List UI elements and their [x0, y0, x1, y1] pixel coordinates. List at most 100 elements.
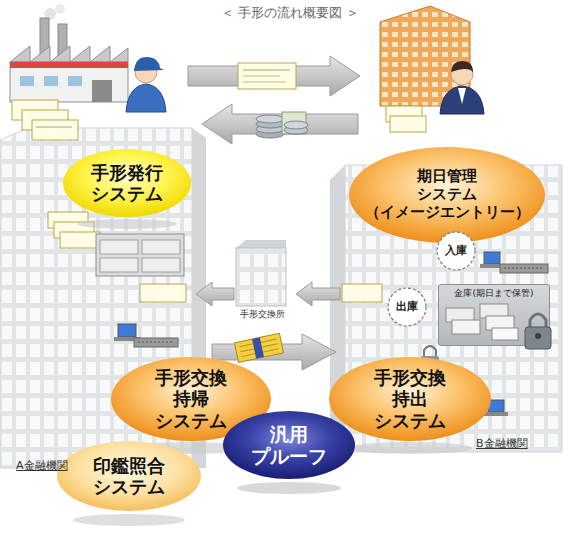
money-icon	[256, 112, 308, 138]
bill-paper	[140, 284, 186, 302]
ellipse-fill	[349, 147, 545, 243]
storage-in-circle: 入庫	[436, 231, 476, 271]
flow-arrow	[296, 282, 340, 306]
factory-body	[10, 62, 128, 102]
flow-arrow	[188, 56, 360, 96]
tray	[480, 304, 508, 318]
factory-band	[10, 62, 128, 68]
node-text: 印鑑照合 システム	[64, 455, 194, 497]
laptop-base	[484, 412, 508, 416]
flow-arrow	[196, 282, 234, 306]
tray	[486, 316, 514, 330]
building-roof	[236, 240, 286, 248]
circle-fill	[388, 288, 426, 326]
bill-stack	[12, 100, 78, 140]
bank-building-b	[330, 165, 562, 452]
clearing-house-building	[236, 240, 286, 306]
bill-paper	[342, 284, 382, 302]
cabinet-drawer	[100, 240, 138, 254]
safe-box: 金庫(期日まで保管)	[438, 284, 550, 346]
reader-slot	[138, 342, 174, 343]
bill-icon	[238, 63, 296, 89]
node-text: 手形発行 システム	[68, 162, 186, 204]
laptop-screen	[118, 324, 136, 337]
node-text: 出庫	[389, 301, 425, 314]
ellipse-fill	[63, 149, 191, 217]
factory-window	[44, 76, 58, 86]
flow-arrow	[202, 104, 358, 144]
coin	[256, 115, 284, 123]
padlock	[525, 314, 551, 349]
bank-label: A金融機関	[16, 458, 96, 473]
system-ellipse: 手形交換 持出 システム	[328, 356, 492, 442]
circle-fill	[437, 232, 475, 270]
smoke	[55, 4, 65, 14]
worker-cap	[134, 57, 164, 71]
system-ellipse: 印鑑照合 システム	[56, 440, 202, 512]
laptop-screen	[484, 252, 500, 264]
lock-shackle	[530, 314, 546, 328]
system-ellipse: 汎用 プルーフ	[222, 410, 356, 480]
building-label: 手形交換所	[234, 308, 290, 321]
bill-stack	[386, 106, 426, 132]
cabinet-drawer	[142, 258, 180, 272]
worker-body	[440, 86, 484, 114]
bill-line	[243, 70, 290, 71]
factory-roof	[10, 46, 128, 62]
ellipse-shadow	[73, 514, 185, 526]
safe-contents	[446, 304, 518, 340]
ellipse-shadow	[348, 442, 472, 454]
worker-hair	[451, 61, 473, 72]
bundle-body	[234, 333, 283, 362]
system-ellipse: 期日管理 システム （イメージエントリー）	[348, 146, 546, 244]
ellipse-fill	[329, 357, 491, 441]
building-face	[236, 248, 286, 306]
lock-keyhole	[535, 333, 541, 339]
node-text: 金庫(期日まで保管)	[441, 288, 547, 299]
bill-paper	[390, 116, 426, 132]
lock-shackle	[424, 346, 436, 356]
bill-paper	[238, 63, 296, 89]
cabinet	[96, 234, 184, 276]
worker-shirt	[458, 88, 466, 104]
node-text: 汎用 プルーフ	[229, 423, 349, 468]
reader-device	[134, 338, 178, 347]
bill-paper	[60, 232, 100, 248]
node-text: 期日管理 システム （イメージエントリー）	[357, 168, 537, 221]
node-text: 手形交換 持帰 システム	[121, 367, 261, 431]
office-illustration	[380, 6, 484, 114]
bill-bundle	[234, 333, 283, 362]
bill-line	[243, 76, 280, 77]
terminal-b	[480, 252, 548, 273]
reader-device	[500, 264, 548, 273]
bank-label: B金融機関	[476, 436, 556, 451]
factory-illustration	[10, 4, 166, 112]
node-text: 手形交換 持出 システム	[340, 367, 480, 431]
tray	[492, 328, 518, 340]
bill-line	[36, 127, 72, 128]
cabinet-drawer	[142, 240, 180, 254]
tray	[446, 308, 474, 322]
ellipse-fill	[223, 411, 355, 479]
reader-slot	[504, 268, 544, 269]
factory-door	[92, 80, 112, 102]
ellipse-fill	[57, 441, 201, 511]
ellipse-shadow	[237, 482, 341, 494]
cabinet-body	[96, 234, 184, 276]
node-text: 入庫	[438, 245, 474, 258]
factory-window	[20, 76, 34, 86]
storage-out-circle: 出庫	[387, 287, 427, 327]
bill-paper	[32, 120, 78, 140]
lock-body	[525, 327, 551, 349]
diagram-title: ＜ 手形の流れ概要図 ＞	[180, 4, 400, 22]
bill-line	[243, 82, 286, 83]
worker-body	[126, 84, 166, 112]
tray	[452, 320, 480, 334]
ellipse-shadow	[77, 219, 177, 229]
cabinet-drawer	[100, 258, 138, 272]
terminal-a	[114, 324, 178, 347]
coin	[284, 121, 308, 129]
